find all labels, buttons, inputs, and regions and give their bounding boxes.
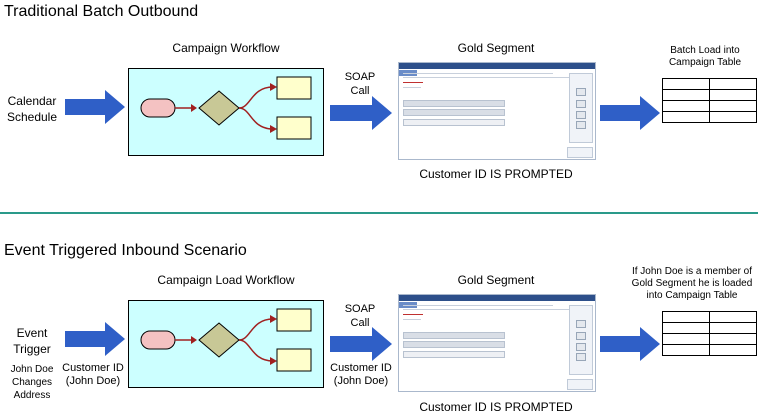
- event-soap-label: SOAP Call: [344, 303, 376, 329]
- decision-node: [198, 322, 240, 358]
- event-workflow-input-caption: Customer ID (John Doe): [62, 362, 124, 387]
- event-section-title: Event Triggered Inbound Scenario: [4, 242, 247, 259]
- batch-workflow-diagram: [140, 76, 312, 140]
- event-prompted-text: Customer ID IS PROMPTED: [419, 400, 573, 414]
- batch-workflow-box: [128, 68, 324, 156]
- section-divider: [0, 212, 758, 214]
- batch-segment-screenshot: [398, 62, 596, 160]
- event-input-arrow: [65, 322, 125, 356]
- segment-tab-bar: [399, 63, 595, 76]
- batch-campaign-table: [662, 78, 757, 123]
- start-node: [140, 98, 176, 118]
- batch-workflow-title: Campaign Workflow: [172, 41, 280, 55]
- batch-soap-label: SOAP Call: [344, 71, 376, 97]
- segment-side-panel: [569, 73, 593, 143]
- batch-input-label: Calendar Schedule: [6, 94, 58, 124]
- decision-node: [198, 90, 240, 126]
- event-workflow-title: Campaign Load Workflow: [157, 273, 295, 287]
- batch-output-label: Batch Load into Campaign Table: [668, 45, 742, 68]
- task-node-1: [276, 76, 312, 100]
- segment-tab-bar: [399, 295, 595, 308]
- event-input-sublabel: John Doe Changes Address: [10, 364, 54, 401]
- event-soap-arrow: [330, 327, 392, 361]
- event-output-label: If John Doe is a member of Gold Segment …: [631, 266, 753, 301]
- event-workflow-diagram: [140, 308, 312, 372]
- task-node-2: [276, 348, 312, 372]
- task-node-1: [276, 308, 312, 332]
- batch-prompted-text: Customer ID IS PROMPTED: [419, 167, 573, 181]
- batch-segment-title: Gold Segment: [457, 41, 535, 55]
- event-soap-caption: Customer ID (John Doe): [330, 362, 392, 387]
- task-node-2: [276, 116, 312, 140]
- start-node: [140, 330, 176, 350]
- event-workflow-box: [128, 300, 324, 388]
- batch-soap-arrow: [330, 96, 392, 130]
- segment-side-panel: [569, 305, 593, 375]
- batch-output-arrow: [600, 96, 660, 130]
- event-input-label: Event Trigger: [13, 326, 51, 356]
- event-segment-title: Gold Segment: [457, 273, 535, 287]
- batch-input-arrow: [65, 90, 125, 124]
- event-campaign-table: [662, 311, 757, 356]
- event-output-arrow: [600, 327, 660, 361]
- event-segment-screenshot: [398, 294, 596, 392]
- batch-section-title: Traditional Batch Outbound: [4, 3, 199, 20]
